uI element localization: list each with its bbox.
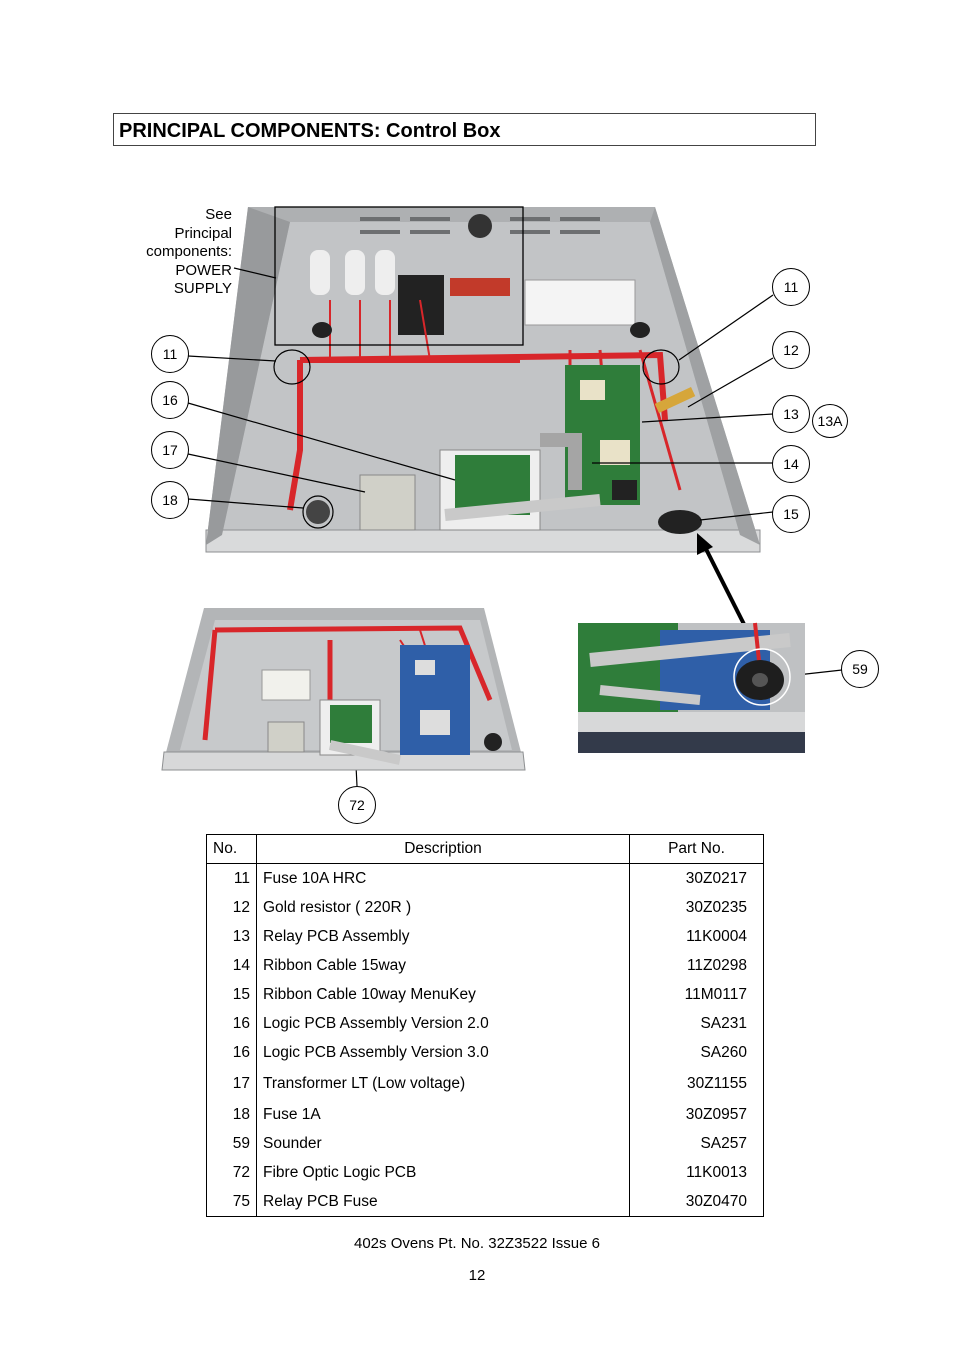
callout-18: 18 (151, 481, 189, 519)
main-control-box-photo (205, 206, 761, 553)
document-reference: 402s Ovens Pt. No. 32Z3522 Issue 6 (354, 1235, 600, 1252)
header-part-no: Part No. (629, 834, 764, 864)
header-description: Description (256, 834, 630, 864)
page-number: 12 (468, 1267, 486, 1284)
callout-59: 59 (841, 650, 879, 688)
table-header-row: No. Description Part No. (206, 834, 764, 864)
callout-leaders (187, 267, 843, 787)
sounder-closeup-photo (578, 622, 805, 753)
callout-14: 14 (772, 445, 810, 483)
callout-15: 15 (772, 495, 810, 533)
callout-12: 12 (772, 331, 810, 369)
callout-72: 72 (338, 786, 376, 824)
callout-16: 16 (151, 381, 189, 419)
page-title: PRINCIPAL COMPONENTS: Control Box (119, 120, 501, 142)
power-supply-note: See Principal components: POWER SUPPLY (146, 206, 232, 297)
callout-13a: 13A (812, 404, 848, 438)
alternate-control-box-photo (161, 608, 526, 771)
control-box-photos (161, 206, 843, 787)
callout-11-left: 11 (151, 335, 189, 373)
header-no: No. (206, 834, 257, 864)
callout-13: 13 (772, 395, 810, 433)
page-title-box: PRINCIPAL COMPONENTS: Control Box (113, 113, 816, 146)
callout-17: 17 (151, 431, 189, 469)
callout-11-right: 11 (772, 268, 810, 306)
